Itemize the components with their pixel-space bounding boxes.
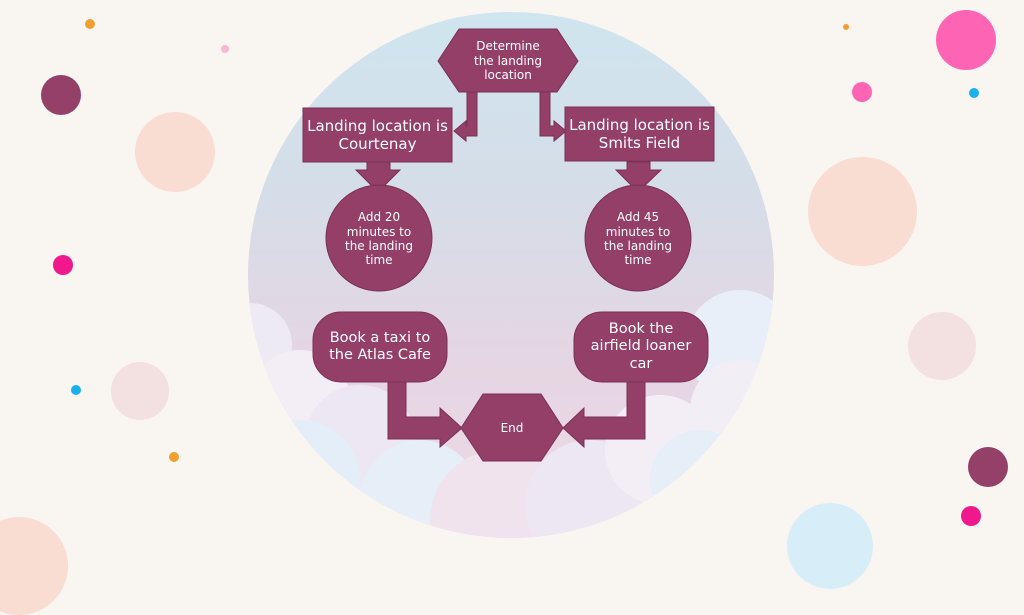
decor-dot [936,10,996,70]
decor-dot [808,157,917,266]
decor-dot [169,452,179,462]
start-label: Determine the landing location [474,39,542,83]
right-branch-label: Landing location is Smits Field [569,116,710,152]
flowchart [302,28,715,462]
end-label: End [500,420,524,435]
decor-dot [41,75,81,115]
decor-dot [969,88,979,98]
right-action-circle [584,184,692,292]
decor-dot [221,45,229,53]
decor-dot [53,255,73,275]
decor-dot [908,312,976,380]
right-transport-label: Book the airfield loaner car [590,320,692,372]
left-action-label: Add 20 minutes to the landing time [345,210,413,268]
decor-dot [968,447,1008,487]
decor-dot [843,24,849,30]
decor-dot [71,385,81,395]
decor-dot [852,82,872,102]
left-action-circle [325,184,433,292]
decor-dot [961,506,981,526]
decor-dot [787,503,873,589]
decor-dot [111,362,169,420]
end-hexagon [460,393,564,462]
arrow-to-right-action [614,161,663,193]
left-transport-label: Book a taxi to the Atlas Cafe [329,329,431,363]
left-branch-box [302,107,453,163]
decor-dot [135,112,215,192]
decor-dot [85,19,95,29]
left-transport-box [312,311,448,383]
arrow-to-left-action [354,161,402,193]
arrow-left-to-end [387,381,463,449]
right-action-label: Add 45 minutes to the landing time [604,210,672,268]
arrow-right-to-end [562,381,646,449]
arrow-to-left-branch [453,91,478,143]
arrow-to-right-branch [539,91,567,143]
start-hexagon [437,28,579,93]
right-branch-box [564,106,715,162]
left-branch-label: Landing location is Courtenay [307,117,448,153]
slide: Determine the landing location Landing l… [0,10,1008,615]
